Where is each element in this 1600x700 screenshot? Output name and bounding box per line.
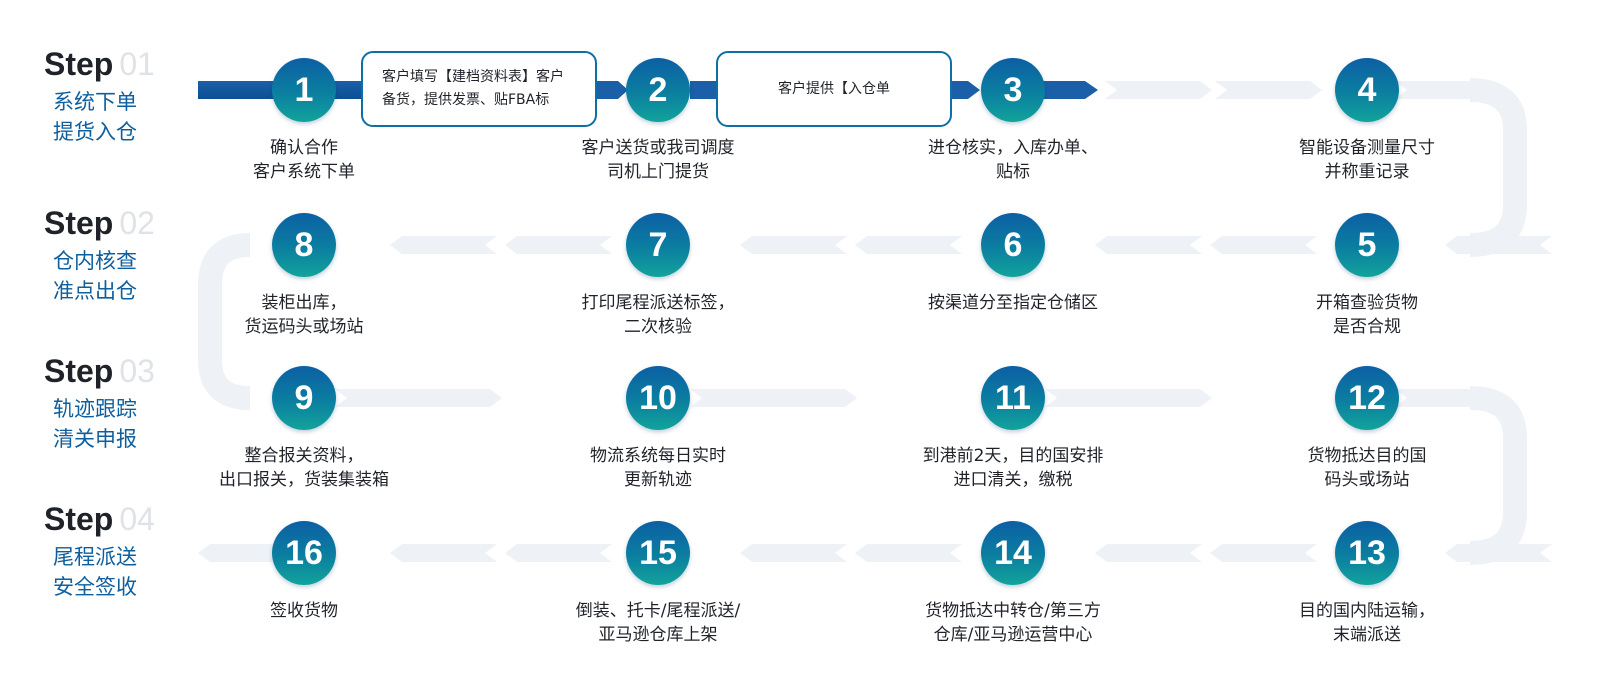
caption-line: 签收货物 bbox=[270, 601, 338, 621]
step-node-9: 9 bbox=[272, 366, 336, 430]
track-chevron bbox=[390, 544, 497, 562]
step-node-12: 12 bbox=[1335, 366, 1399, 430]
info-box-1: 客户填写【建档资料表】客户 备货，提供发票、贴FBA标 bbox=[361, 51, 597, 127]
track-curve-right-1 bbox=[1469, 78, 1527, 257]
track-chevron bbox=[1210, 236, 1317, 254]
step-caption-11: 到港前2天，目的国安排进口清关，缴税 bbox=[883, 444, 1143, 492]
step-node-16: 16 bbox=[272, 521, 336, 585]
step-desc: 系统下单提货入仓 bbox=[53, 90, 137, 144]
step-node-4: 4 bbox=[1335, 58, 1399, 122]
track-chevron bbox=[395, 389, 502, 407]
step-node-5: 5 bbox=[1335, 213, 1399, 277]
caption-line: 司机上门提货 bbox=[607, 162, 709, 182]
step-desc: 尾程派送安全签收 bbox=[53, 545, 137, 599]
track-chevron bbox=[1210, 544, 1317, 562]
step-caption-5: 开箱查验货物是否合规 bbox=[1237, 291, 1497, 339]
track-curve-right-2 bbox=[1469, 386, 1527, 565]
caption-line: 进仓核实，入库办单、 bbox=[928, 138, 1098, 158]
caption-line: 目的国内陆运输， bbox=[1299, 601, 1435, 621]
track-chevron bbox=[1095, 236, 1202, 254]
step-desc: 轨迹跟踪清关申报 bbox=[53, 397, 137, 451]
step-node-7: 7 bbox=[626, 213, 690, 277]
track-chevron bbox=[1095, 544, 1202, 562]
step-caption-15: 倒装、托卡/尾程派送/亚马逊仓库上架 bbox=[528, 599, 788, 647]
track-chevron bbox=[1105, 81, 1212, 99]
caption-line: 并称重记录 bbox=[1324, 162, 1410, 182]
caption-line: 进口清关，缴税 bbox=[953, 470, 1073, 490]
caption-line: 客户送货或我司调度 bbox=[581, 138, 735, 158]
track-chevron bbox=[740, 236, 847, 254]
step-caption-10: 物流系统每日实时更新轨迹 bbox=[528, 444, 788, 492]
track-chevron bbox=[390, 236, 497, 254]
step-caption-4: 智能设备测量尺寸并称重记录 bbox=[1237, 136, 1497, 184]
caption-line: 到港前2天，目的国安排 bbox=[922, 446, 1104, 466]
step-caption-2: 客户送货或我司调度司机上门提货 bbox=[528, 136, 788, 184]
track-chevron bbox=[1105, 389, 1212, 407]
caption-line: 倒装、托卡/尾程派送/ bbox=[575, 601, 741, 621]
track-chevron bbox=[740, 544, 847, 562]
step-caption-8: 装柜出库， 货运码头或场站 bbox=[174, 291, 434, 339]
caption-line: 更新轨迹 bbox=[624, 470, 692, 490]
caption-line: 客户系统下单 bbox=[253, 162, 355, 182]
step-caption-14: 货物抵达中转仓/第三方仓库/亚马逊运营中心 bbox=[883, 599, 1143, 647]
caption-line: 末端派送 bbox=[1333, 625, 1401, 645]
step-node-11: 11 bbox=[981, 366, 1045, 430]
caption-line: 确认合作 bbox=[270, 138, 338, 158]
caption-line: 智能设备测量尺寸 bbox=[1299, 138, 1435, 158]
step-caption-9: 整合报关资料， 出口报关，货装集装箱 bbox=[174, 444, 434, 492]
track-chevron bbox=[505, 236, 612, 254]
caption-line: 是否合规 bbox=[1333, 317, 1401, 337]
info-box-2: 客户提供【入仓单 bbox=[716, 51, 952, 127]
step-node-14: 14 bbox=[981, 521, 1045, 585]
caption-line: 贴标 bbox=[996, 162, 1030, 182]
caption-line: 按渠道分至指定仓储区 bbox=[928, 293, 1098, 313]
caption-line: 码头或场站 bbox=[1324, 470, 1410, 490]
track-chevron bbox=[505, 544, 612, 562]
step-node-10: 10 bbox=[626, 366, 690, 430]
caption-line: 仓库/亚马逊运营中心 bbox=[933, 625, 1093, 645]
track-chevron bbox=[855, 544, 962, 562]
caption-line: 货物抵达中转仓/第三方 bbox=[925, 601, 1101, 621]
step-caption-12: 货物抵达目的国码头或场站 bbox=[1237, 444, 1497, 492]
step-node-13: 13 bbox=[1335, 521, 1399, 585]
step-caption-16: 签收货物 bbox=[174, 599, 434, 623]
step-node-2: 2 bbox=[626, 58, 690, 122]
step-node-6: 6 bbox=[981, 213, 1045, 277]
step-caption-13: 目的国内陆运输， 末端派送 bbox=[1237, 599, 1497, 647]
caption-line: 整合报关资料， bbox=[244, 446, 364, 466]
step-caption-3: 进仓核实，入库办单、贴标 bbox=[883, 136, 1143, 184]
caption-line: 出口报关，货装集装箱 bbox=[219, 470, 389, 490]
caption-line: 货运码头或场站 bbox=[244, 317, 364, 337]
caption-line: 亚马逊仓库上架 bbox=[598, 625, 718, 645]
caption-line: 开箱查验货物 bbox=[1316, 293, 1418, 313]
caption-line: 货物抵达目的国 bbox=[1307, 446, 1427, 466]
track-chevron bbox=[855, 236, 962, 254]
step-caption-6: 按渠道分至指定仓储区 bbox=[883, 291, 1143, 315]
step-caption-7: 打印尾程派送标签， 二次核验 bbox=[528, 291, 788, 339]
track-chevron bbox=[750, 389, 857, 407]
track-curve-left bbox=[198, 233, 251, 410]
step-node-3: 3 bbox=[981, 58, 1045, 122]
step-node-8: 8 bbox=[272, 213, 336, 277]
caption-line: 打印尾程派送标签， bbox=[581, 293, 735, 313]
caption-line: 二次核验 bbox=[624, 317, 692, 337]
caption-line: 物流系统每日实时 bbox=[590, 446, 726, 466]
track-chevron bbox=[1215, 81, 1322, 99]
step-node-1: 1 bbox=[272, 58, 336, 122]
caption-line: 装柜出库， bbox=[261, 293, 347, 313]
step-node-15: 15 bbox=[626, 521, 690, 585]
step-desc: 仓内核查准点出仓 bbox=[53, 249, 137, 303]
step-caption-1: 确认合作客户系统下单 bbox=[174, 136, 434, 184]
